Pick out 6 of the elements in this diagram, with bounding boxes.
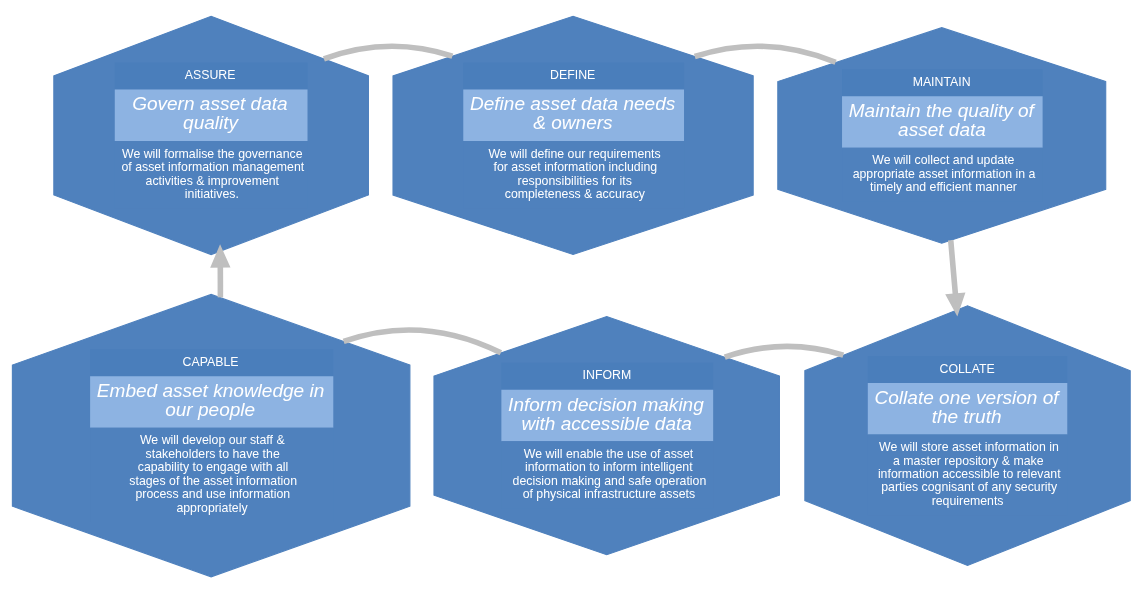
connector xyxy=(694,43,837,65)
arrow xyxy=(945,239,966,316)
connector xyxy=(342,326,503,355)
connector xyxy=(723,343,845,360)
arrow xyxy=(210,243,231,297)
connector xyxy=(323,42,454,62)
